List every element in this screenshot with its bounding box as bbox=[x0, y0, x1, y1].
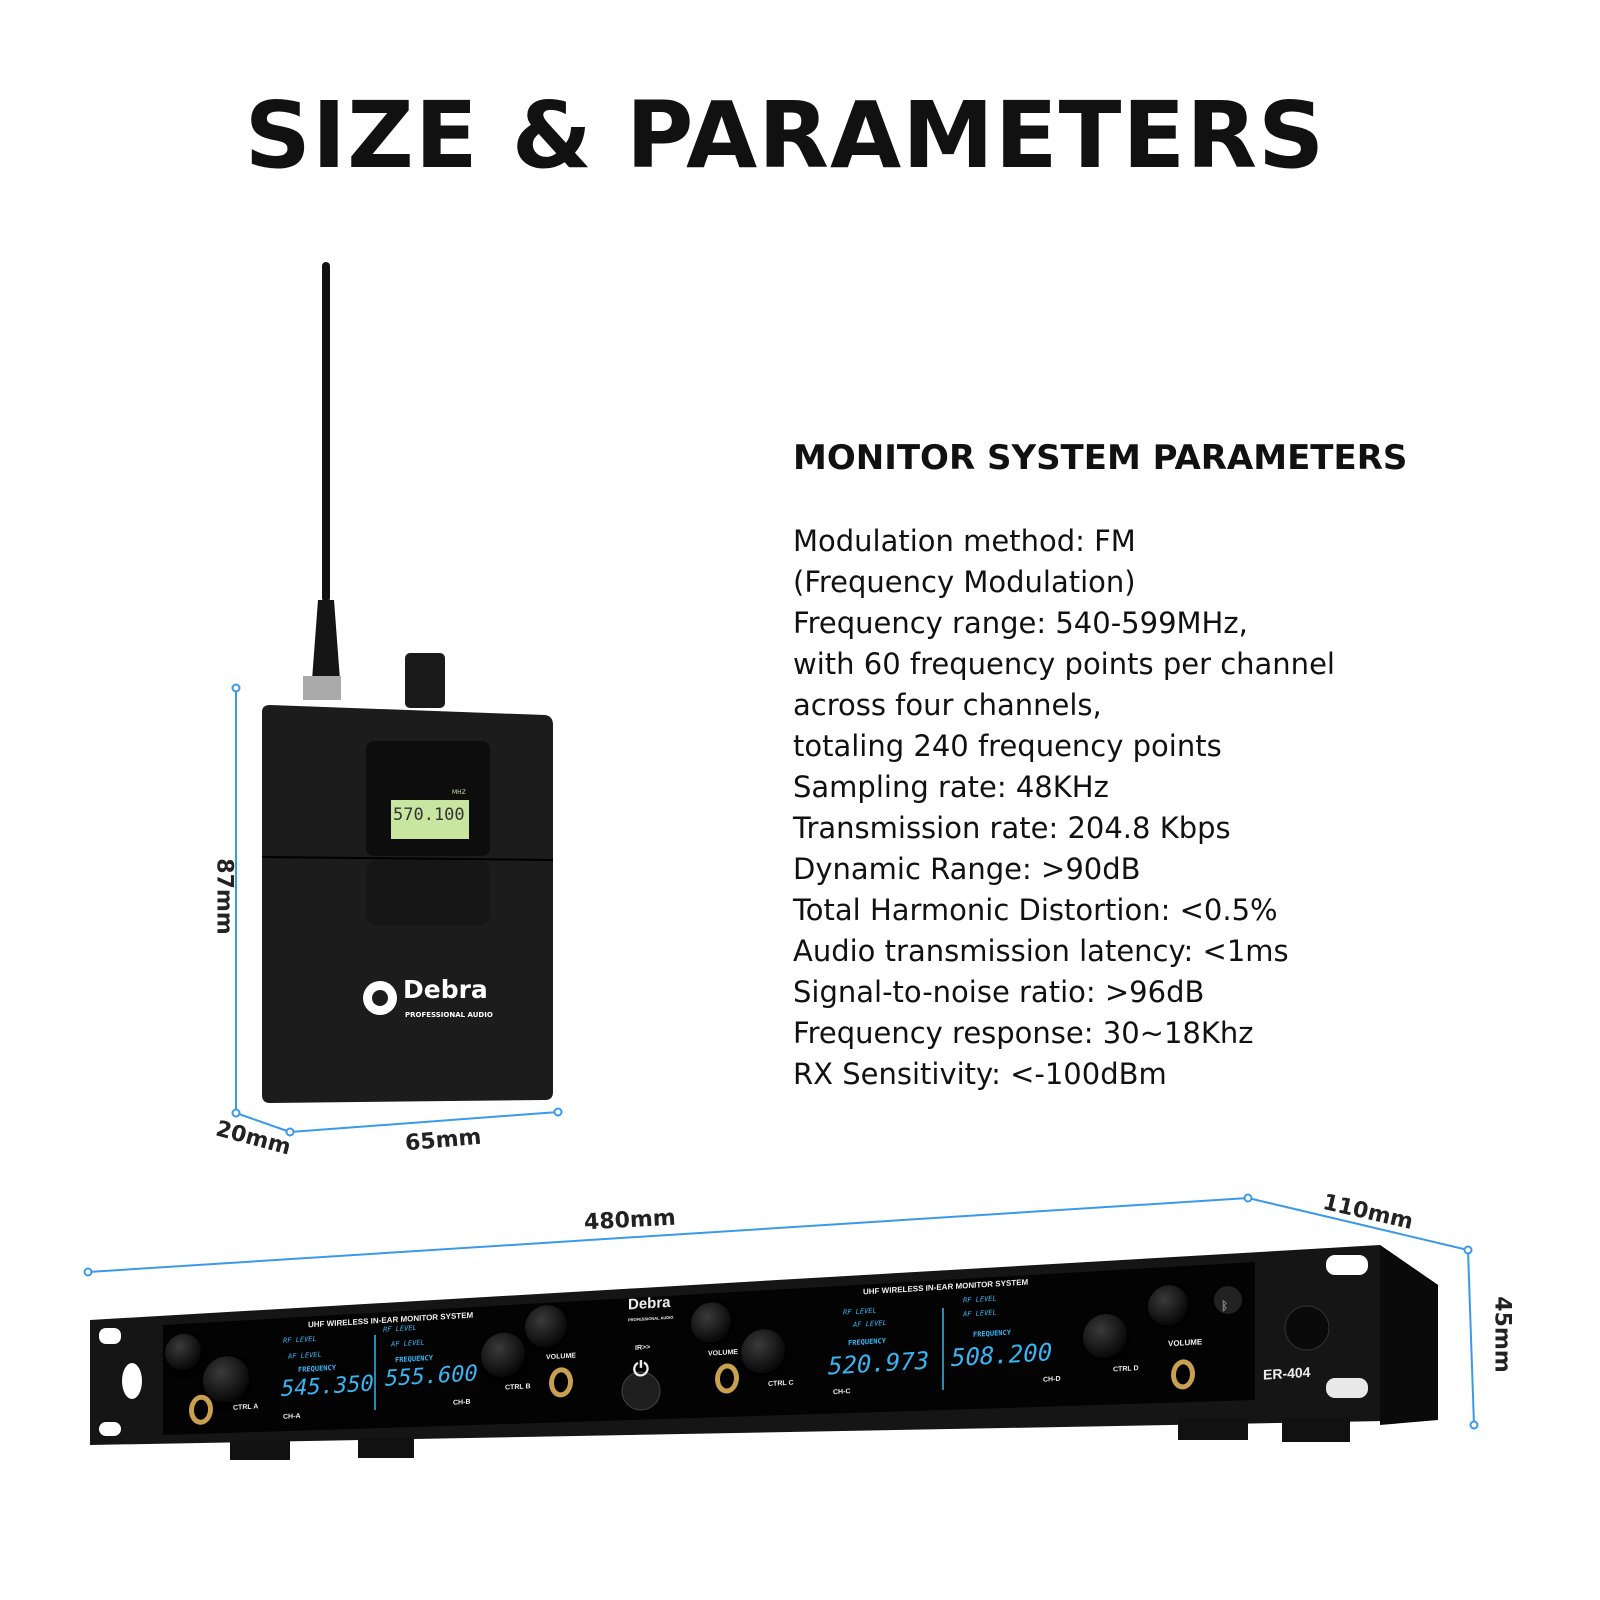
af-level-a: AF LEVEL bbox=[288, 1350, 322, 1361]
parameter-line: Total Harmonic Distortion: <0.5% bbox=[793, 893, 1278, 927]
lcd-frequency-a: 545.350 bbox=[281, 1371, 374, 1402]
parameter-line: RX Sensitivity: <-100dBm bbox=[793, 1057, 1167, 1091]
rack-brand-logo: Debra bbox=[628, 1293, 671, 1314]
ch-b-label: CH-B bbox=[453, 1398, 471, 1407]
parameter-line: Audio transmission latency: <1ms bbox=[793, 934, 1289, 968]
parameters-heading: MONITOR SYSTEM PARAMETERS bbox=[793, 438, 1408, 478]
ctrl-c-label: CTRL C bbox=[768, 1379, 794, 1389]
ctrl-b-label: CTRL B bbox=[505, 1383, 531, 1392]
ctrl-a-label: CTRL A bbox=[233, 1403, 259, 1412]
af-level-b: AF LEVEL bbox=[391, 1338, 425, 1349]
volume-knob-c[interactable] bbox=[691, 1301, 731, 1344]
power-button[interactable]: ⏻ bbox=[633, 1358, 649, 1382]
rack-height-label: 45mm bbox=[1489, 1296, 1515, 1373]
volume-label-c: VOLUME bbox=[708, 1348, 738, 1358]
rf-level-b: RF LEVEL bbox=[383, 1323, 417, 1334]
headphone-jack-c bbox=[715, 1362, 739, 1395]
volume-knob-d[interactable] bbox=[1148, 1284, 1188, 1327]
bodypack-brand-logo: Debra bbox=[403, 975, 488, 1004]
ch-d-label: CH-D bbox=[1043, 1375, 1061, 1384]
model-label: ER-404 bbox=[1263, 1363, 1311, 1383]
parameter-line: with 60 frequency points per channel bbox=[793, 647, 1335, 681]
bodypack-height-label: 87mm bbox=[211, 858, 237, 935]
rf-level-a: RF LEVEL bbox=[283, 1334, 317, 1345]
parameter-line: Sampling rate: 48KHz bbox=[793, 770, 1109, 804]
ctrl-knob-b[interactable] bbox=[481, 1331, 525, 1379]
volume-label-b: VOLUME bbox=[546, 1352, 576, 1362]
parameters-list: Modulation method: FM (Frequency Modulati… bbox=[793, 521, 1335, 1095]
bodypack-lcd-unit: MHZ bbox=[452, 789, 466, 796]
ctrl-d-label: CTRL D bbox=[1113, 1365, 1139, 1374]
parameter-line: Modulation method: FM bbox=[793, 524, 1136, 558]
rf-level-d: RF LEVEL bbox=[963, 1294, 997, 1305]
lcd-frequency-c: 520.973 bbox=[828, 1346, 930, 1381]
lcd-frequency-b: 555.600 bbox=[385, 1361, 478, 1392]
parameter-line: totaling 240 frequency points bbox=[793, 729, 1222, 763]
volume-label-d: VOLUME bbox=[1168, 1337, 1203, 1349]
volume-knob-a[interactable] bbox=[165, 1332, 201, 1371]
page-title: SIZE & PARAMETERS bbox=[244, 82, 1326, 189]
af-level-c: AF LEVEL bbox=[853, 1319, 887, 1330]
ir-label: IR>> bbox=[635, 1344, 651, 1352]
rack-width-label: 480mm bbox=[583, 1205, 677, 1236]
headphone-jack-b bbox=[549, 1366, 573, 1399]
system-label-right: UHF WIRELESS IN-EAR MONITOR SYSTEM bbox=[863, 1277, 1029, 1297]
parameter-line: Signal-to-noise ratio: >96dB bbox=[793, 975, 1205, 1009]
bodypack-receiver bbox=[261, 262, 554, 1103]
parameter-line: Frequency range: 540-599MHz, bbox=[793, 606, 1248, 640]
parameter-line: Transmission rate: 204.8 Kbps bbox=[793, 811, 1231, 845]
parameter-line: Dynamic Range: >90dB bbox=[793, 852, 1141, 886]
ctrl-knob-d[interactable] bbox=[1083, 1312, 1127, 1360]
bodypack-lcd-frequency: 570.100 bbox=[393, 805, 465, 825]
lcd-frequency-d: 508.200 bbox=[951, 1338, 1053, 1373]
ch-c-label: CH-C bbox=[833, 1388, 851, 1397]
parameter-line: (Frequency Modulation) bbox=[793, 565, 1136, 599]
bluetooth-icon: ᛒ bbox=[1221, 1298, 1229, 1314]
af-level-d: AF LEVEL bbox=[963, 1308, 997, 1319]
ctrl-knob-a[interactable] bbox=[203, 1354, 249, 1404]
ctrl-knob-c[interactable] bbox=[741, 1328, 785, 1375]
volume-knob-b[interactable] bbox=[525, 1303, 567, 1349]
bodypack-brand-sub: PROFESSIONAL AUDIO bbox=[405, 1011, 493, 1019]
frequency-label-c: FREQUENCY bbox=[848, 1337, 886, 1348]
parameter-line: across four channels, bbox=[793, 688, 1102, 722]
rack-brand-sub: PROFESSIONAL AUDIO bbox=[628, 1314, 674, 1323]
frequency-label-d: FREQUENCY bbox=[973, 1328, 1011, 1339]
parameter-line: Frequency response: 30~18Khz bbox=[793, 1016, 1254, 1050]
rf-level-c: RF LEVEL bbox=[843, 1306, 877, 1317]
ch-a-label: CH-A bbox=[283, 1412, 301, 1421]
headphone-jack-a bbox=[189, 1394, 213, 1426]
